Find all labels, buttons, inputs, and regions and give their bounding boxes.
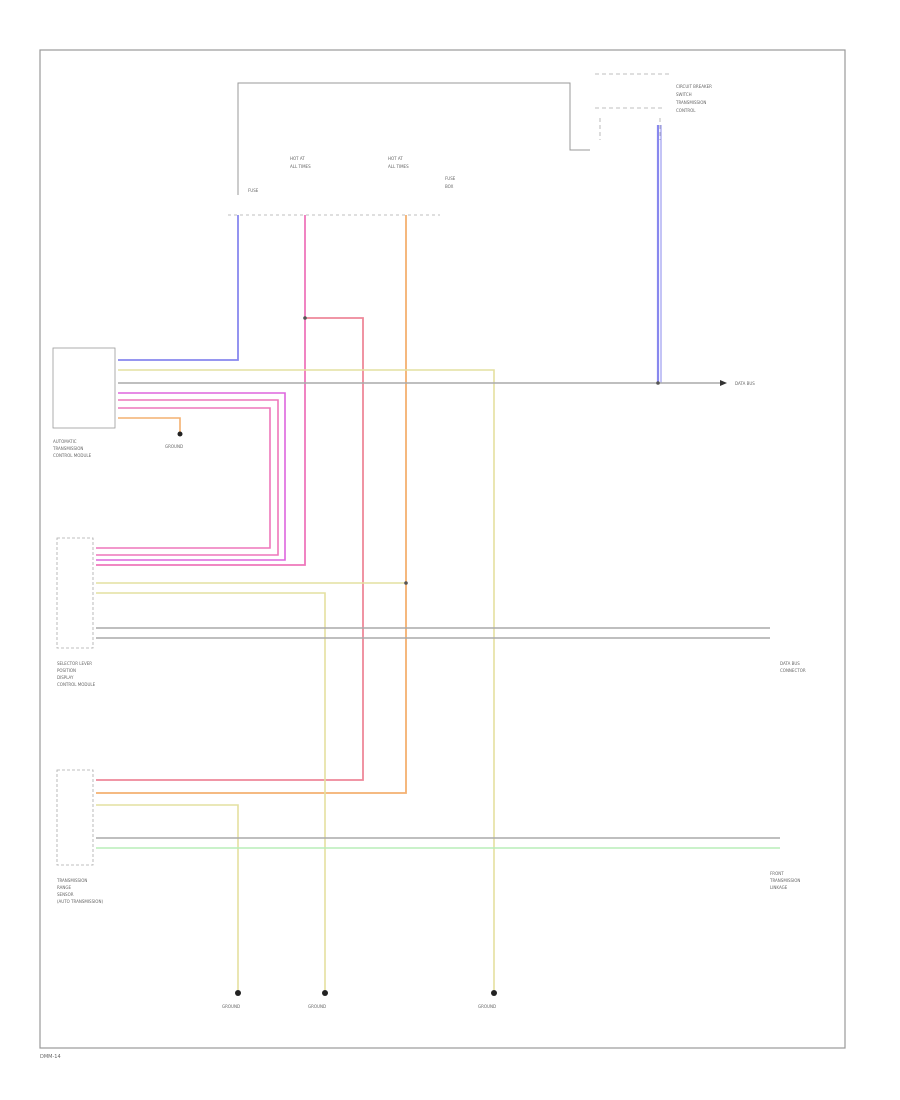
ground-3 — [491, 990, 497, 996]
pink-wire-branch — [96, 317, 364, 781]
pink-wire-fuse2 — [96, 215, 306, 566]
ground-1 — [235, 990, 241, 996]
module-1-ground — [177, 431, 183, 437]
module-3-label-3: SENSOR — [57, 892, 74, 897]
fuse-3-label-2: ALL TIMES — [388, 164, 409, 169]
module-3-wires — [96, 804, 780, 990]
bus-label: DATA BUS — [735, 381, 755, 386]
module-2-box — [56, 537, 94, 649]
fuse-3-label: HOT AT — [388, 156, 403, 161]
splice-3 — [656, 381, 660, 385]
module-1-wires — [96, 369, 720, 990]
module-1-label-3: CONTROL MODULE — [53, 453, 92, 458]
ground-2-label: GROUND — [308, 1004, 326, 1009]
fuse-2-label: HOT AT — [290, 156, 305, 161]
blue-wire-1 — [118, 215, 239, 361]
module-3-right-label-2: TRANSMISSION — [769, 878, 800, 883]
module-2-label: SELECTOR LEVER — [57, 661, 92, 666]
module-2-right-label-2: CONNECTOR — [780, 668, 806, 673]
module-1-label-2: TRANSMISSION — [52, 446, 83, 451]
splice-2 — [404, 581, 408, 585]
ignition-switch-label-3: TRANSMISSION — [675, 100, 706, 105]
module-2-label-3: DISPLAY — [57, 675, 74, 680]
fuse-box-label-2: BOX — [445, 184, 454, 189]
module-1-label: AUTOMATIC — [53, 439, 77, 444]
ignition-switch-label: CIRCUIT BREAKER — [676, 84, 712, 89]
page-code: DMM-14 — [40, 1054, 61, 1060]
ground-1-label: GROUND — [222, 1004, 240, 1009]
module-1-ground-label: GROUND — [165, 444, 183, 449]
diagram-frame — [39, 49, 846, 1049]
ignition-switch — [595, 73, 672, 140]
module-1-box — [52, 347, 116, 429]
module-3-right-label: FRONT — [770, 871, 784, 876]
module-3-label: TRANSMISSION — [56, 878, 87, 883]
fuse-box-label: FUSE — [445, 176, 456, 181]
module-3-box — [56, 769, 94, 866]
ground-3-label: GROUND — [478, 1004, 496, 1009]
module-3-right-label-3: LINKAGE — [770, 885, 788, 890]
module-2-label-4: CONTROL MODULE — [57, 682, 96, 687]
ground-2 — [322, 990, 328, 996]
module-3-label-2: RANGE — [57, 885, 71, 890]
bus-arrow — [720, 380, 727, 386]
fuse-1-label: FUSE — [248, 188, 259, 193]
ignition-switch-label-4: CONTROL — [676, 108, 696, 113]
module-2-wires — [96, 582, 770, 990]
module-2-label-2: POSITION — [57, 668, 76, 673]
module-3-label-4: (AUTO TRANSMISSION) — [57, 899, 103, 904]
fuse-2-label-2: ALL TIMES — [290, 164, 311, 169]
module-2-right-label: DATA BUS — [780, 661, 800, 666]
splice-1 — [303, 316, 307, 320]
top-feed-wire — [237, 82, 590, 195]
orange-wire-fuse3 — [96, 215, 407, 794]
ignition-switch-label-2: SWITCH — [676, 92, 692, 97]
